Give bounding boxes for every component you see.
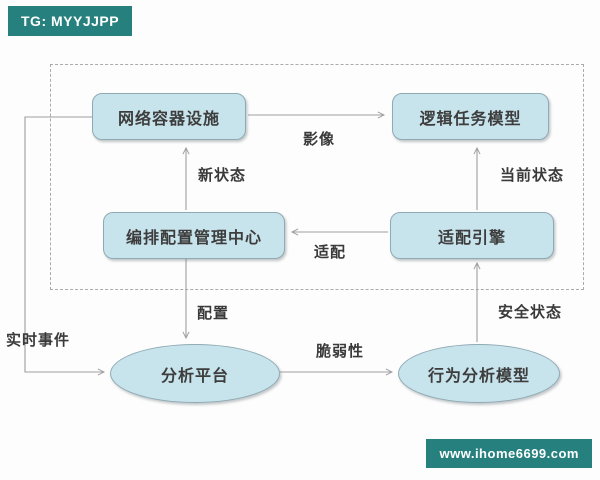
- edge-label-realtime-events: 实时事件: [6, 332, 71, 349]
- edge-label-current-state: 当前状态: [500, 167, 565, 184]
- node-orchestration-config-center: 编排配置管理中心: [103, 212, 285, 259]
- watermark-badge-top-left: TG: MYYJJPP: [8, 6, 133, 36]
- node-network-container-facility: 网络容器设施: [92, 93, 246, 140]
- node-logic-task-model: 逻辑任务模型: [392, 93, 549, 140]
- node-analysis-platform: 分析平台: [110, 344, 280, 403]
- watermark-badge-bottom-right: www.ihome6699.com: [426, 439, 592, 468]
- edge-label-security-state: 安全状态: [498, 304, 563, 321]
- node-adapter-engine: 适配引擎: [390, 212, 554, 259]
- edge-label-config: 配置: [197, 305, 230, 322]
- node-behavior-analysis-model: 行为分析模型: [398, 344, 560, 403]
- edge-label-adapt: 适配: [314, 244, 347, 261]
- edge-label-vulnerability: 脆弱性: [316, 343, 365, 360]
- edge-label-new-state: 新状态: [198, 167, 247, 184]
- edge-label-image: 影像: [303, 131, 336, 148]
